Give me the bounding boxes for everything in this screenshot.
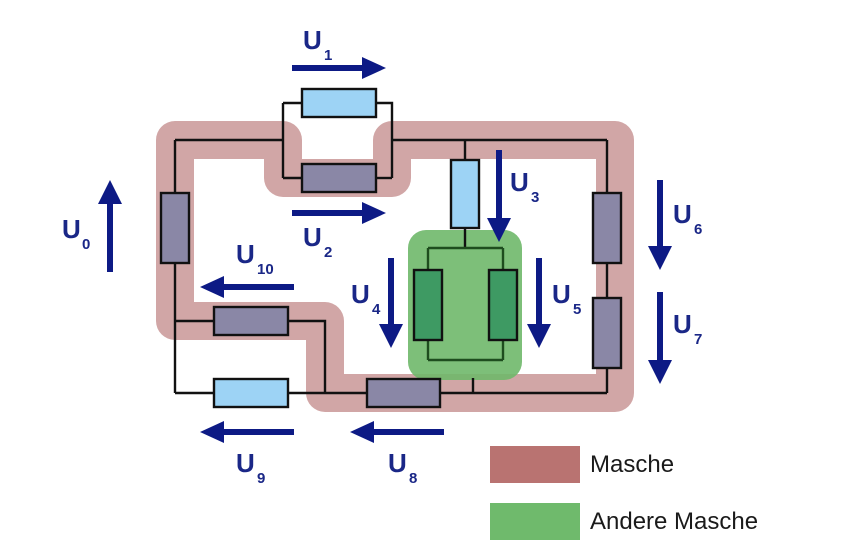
label-u7: U7 [673, 309, 702, 348]
label-u1: U1 [303, 25, 332, 64]
arrow-u2 [292, 202, 386, 224]
resistor-r0 [159, 191, 191, 265]
arrow-u1 [292, 57, 386, 79]
legend-swatch-other-mesh [490, 503, 580, 540]
other-mesh-highlight [408, 230, 522, 380]
legend-swatch-mesh [490, 446, 580, 483]
voltage-arrows [98, 57, 672, 443]
legend: Masche Andere Masche [490, 446, 758, 540]
resistor-r7 [591, 296, 623, 370]
legend-label-other-mesh: Andere Masche [590, 508, 758, 535]
resistor-r9 [212, 377, 290, 409]
label-u3: U3 [510, 167, 539, 206]
arrow-u5 [527, 258, 551, 348]
arrow-u6 [648, 180, 672, 270]
resistor-r10 [212, 305, 290, 337]
resistor-r3 [449, 158, 481, 230]
label-u5: U5 [552, 279, 581, 318]
resistors [159, 87, 623, 409]
resistor-r2 [300, 162, 378, 194]
arrow-u0 [98, 180, 122, 272]
other-mesh-wires [426, 246, 505, 362]
arrow-u8 [350, 421, 444, 443]
arrow-u9 [200, 421, 294, 443]
arrow-u10 [200, 276, 294, 298]
label-u9: U9 [236, 448, 265, 487]
label-u10: U10 [236, 239, 274, 278]
label-u4: U4 [351, 279, 381, 318]
label-u0: U0 [62, 214, 90, 253]
label-u2: U2 [303, 222, 332, 261]
label-u8: U8 [388, 448, 417, 487]
resistor-r8 [365, 377, 442, 409]
label-u6: U6 [673, 199, 702, 238]
resistor-r5 [487, 268, 519, 342]
arrow-u7 [648, 292, 672, 384]
arrow-u3 [487, 150, 511, 242]
voltage-labels: U0 U1 U2 U3 U4 U5 U6 U7 U8 U9 U10 [62, 25, 702, 487]
resistor-r4 [412, 268, 444, 342]
resistor-r1 [300, 87, 378, 119]
resistor-r6 [591, 191, 623, 265]
wires [173, 101, 609, 395]
legend-label-mesh: Masche [590, 451, 674, 478]
arrow-u4 [379, 258, 403, 348]
